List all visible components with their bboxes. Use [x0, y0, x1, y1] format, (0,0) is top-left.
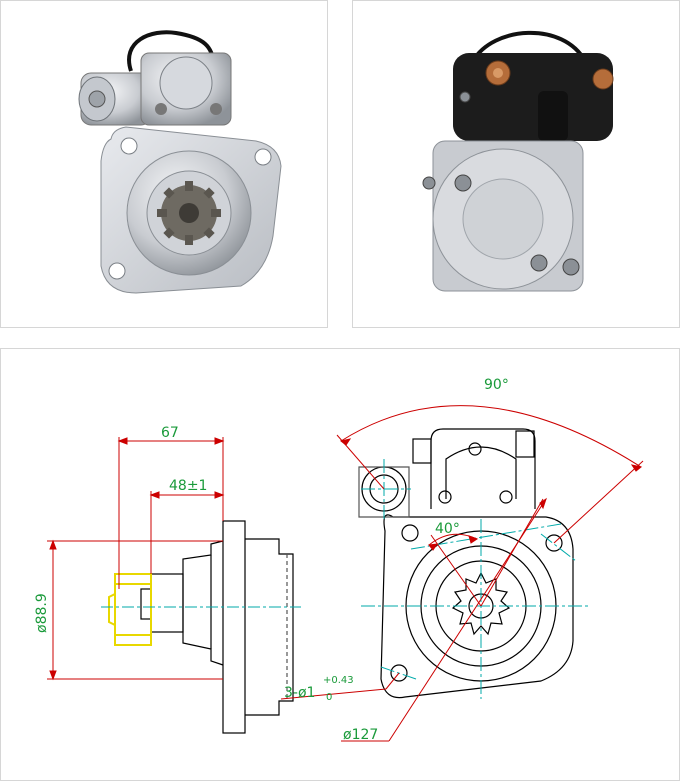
dim-67-label: 67: [161, 425, 179, 441]
dim-90-label: 90°: [484, 377, 509, 393]
starter-front-photo-panel: [0, 0, 328, 328]
dimension-drawing: 67 48±1 ø88.9: [34, 377, 644, 743]
dim-holes-label: 3-ø1: [284, 685, 315, 701]
end-view: [358, 428, 574, 699]
dim-67: [117, 437, 225, 589]
pinion-gear-icon: [157, 181, 221, 245]
dim-127: [341, 497, 547, 742]
dim-holes: [280, 672, 400, 700]
starter-motor-rear-photo: [422, 30, 614, 292]
dim-holes-tol-lower: 0: [326, 692, 332, 703]
dim-48: [149, 491, 225, 574]
pinion-outline: [108, 573, 152, 646]
dim-90: [336, 405, 644, 544]
dim-88: [47, 539, 223, 681]
dim-88-label: ø88.9: [34, 593, 50, 633]
dim-48-label: 48±1: [169, 478, 207, 494]
dim-127-label: ø127: [343, 727, 378, 743]
dim-holes-tol-upper: +0.43: [323, 675, 354, 686]
dim-40: [428, 498, 544, 607]
dim-40-label: 40°: [435, 521, 460, 537]
starter-motor-front-photo: [78, 30, 282, 294]
starter-rear-photo-panel: [352, 0, 680, 328]
technical-drawing-panel: 67 48±1 ø88.9: [0, 348, 680, 781]
side-view: [140, 520, 294, 734]
